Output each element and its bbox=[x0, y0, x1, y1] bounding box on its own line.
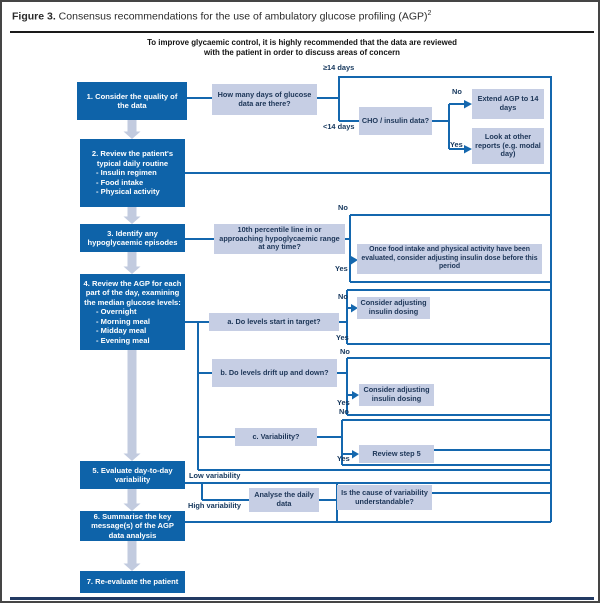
step-4-item-3: - Midday meal bbox=[96, 326, 147, 336]
ge14-days-label: ≥14 days bbox=[323, 63, 355, 72]
title-divider-rule bbox=[10, 31, 594, 33]
question-c-no-label: No bbox=[339, 407, 349, 416]
lt14-days-label: <14 days bbox=[323, 122, 355, 131]
step-4-item-2: - Morning meal bbox=[96, 316, 151, 326]
question-a-box: a. Do levels start in target? bbox=[209, 313, 339, 331]
figure-label: Figure 3. bbox=[12, 10, 56, 23]
step-2-item-2: - Food intake bbox=[96, 177, 144, 187]
step-4-item-1: - Overnight bbox=[96, 307, 137, 317]
percentile-yes-label: Yes bbox=[335, 264, 348, 273]
cho-yes-label: Yes bbox=[450, 140, 463, 149]
cho-insulin-box: CHO / insulin data? bbox=[359, 107, 432, 135]
step-4-bullets: - Overnight - Morning meal - Midday meal… bbox=[83, 307, 182, 345]
subtitle-line-2: with the patient in order to discuss are… bbox=[204, 48, 400, 58]
step-4-item-4: - Evening meal bbox=[96, 335, 150, 345]
figure-caption-superscript: 2 bbox=[427, 10, 432, 17]
once-food-intake-box: Once food intake and physical activity h… bbox=[357, 244, 542, 274]
step-3-box: 3. Identify any hypoglycaemic episodes bbox=[80, 224, 185, 252]
step-1-label: 1. Consider the quality of the data bbox=[86, 91, 178, 110]
analyse-daily-box: Analyse the daily data bbox=[249, 488, 319, 512]
cause-understandable-box: Is the cause of variability understandab… bbox=[337, 485, 432, 510]
low-variability-label: Low variability bbox=[189, 471, 241, 480]
step-5-label: 5. Evaluate day-to-day variability bbox=[92, 465, 173, 484]
step-7-label: 7. Re-evaluate the patient bbox=[86, 577, 179, 587]
question-a-yes-label: Yes bbox=[336, 333, 349, 342]
question-a-no-label: No bbox=[338, 292, 348, 301]
subtitle-line-1: To improve glycaemic control, it is high… bbox=[147, 38, 457, 47]
question-b-yes-label: Yes bbox=[337, 398, 350, 407]
step-2-box: 2. Review the patient's typical daily ro… bbox=[80, 139, 185, 207]
question-b-no-label: No bbox=[340, 347, 350, 356]
step-2-title: 2. Review the patient's typical daily ro… bbox=[91, 149, 174, 168]
step-6-label: 6. Summarise the key message(s) of the A… bbox=[91, 511, 174, 540]
step-1-box: 1. Consider the quality of the data bbox=[77, 82, 187, 120]
how-many-days-box: How many days of glucose data are there? bbox=[212, 84, 317, 115]
flowchart-subtitle: To improve glycaemic control, it is high… bbox=[2, 38, 598, 59]
step-7-box: 7. Re-evaluate the patient bbox=[80, 571, 185, 593]
consider-adjust-b-box: Consider adjusting insulin dosing bbox=[359, 384, 434, 406]
review-step-5-box: Review step 5 bbox=[359, 445, 434, 463]
look-other-reports-box: Look at other reports (e.g. modal day) bbox=[472, 128, 544, 164]
question-c-box: c. Variability? bbox=[235, 428, 317, 446]
consider-adjust-a-box: Consider adjusting insulin dosing bbox=[357, 297, 430, 319]
step-4-title: 4. Review the AGP for each part of the d… bbox=[83, 279, 182, 307]
step-5-box: 5. Evaluate day-to-day variability bbox=[80, 461, 185, 489]
flow-lines bbox=[185, 76, 552, 523]
question-c-yes-label: Yes bbox=[337, 454, 350, 463]
step-3-label: 3. Identify any hypoglycaemic episodes bbox=[87, 228, 178, 247]
figure-caption: Consensus recommendations for the use of… bbox=[55, 10, 428, 23]
arrowheads bbox=[351, 100, 472, 459]
cho-no-label: No bbox=[452, 87, 462, 96]
step-flow-arrows bbox=[123, 120, 141, 571]
step-2-bullets: - Insulin regimen - Food intake - Physic… bbox=[83, 168, 182, 196]
tenth-percentile-box: 10th percentile line in or approaching h… bbox=[214, 224, 345, 254]
question-b-box: b. Do levels drift up and down? bbox=[212, 359, 337, 387]
extend-agp-box: Extend AGP to 14 days bbox=[472, 89, 544, 119]
high-variability-label: High variability bbox=[188, 501, 241, 510]
step-2-item-1: - Insulin regimen bbox=[96, 168, 157, 178]
step-4-box: 4. Review the AGP for each part of the d… bbox=[80, 274, 185, 350]
step-6-box: 6. Summarise the key message(s) of the A… bbox=[80, 511, 185, 541]
bottom-rule bbox=[10, 597, 594, 600]
figure-title: Figure 3. Consensus recommendations for … bbox=[12, 10, 431, 23]
step-2-item-3: - Physical activity bbox=[96, 187, 160, 197]
percentile-no-label: No bbox=[338, 203, 348, 212]
